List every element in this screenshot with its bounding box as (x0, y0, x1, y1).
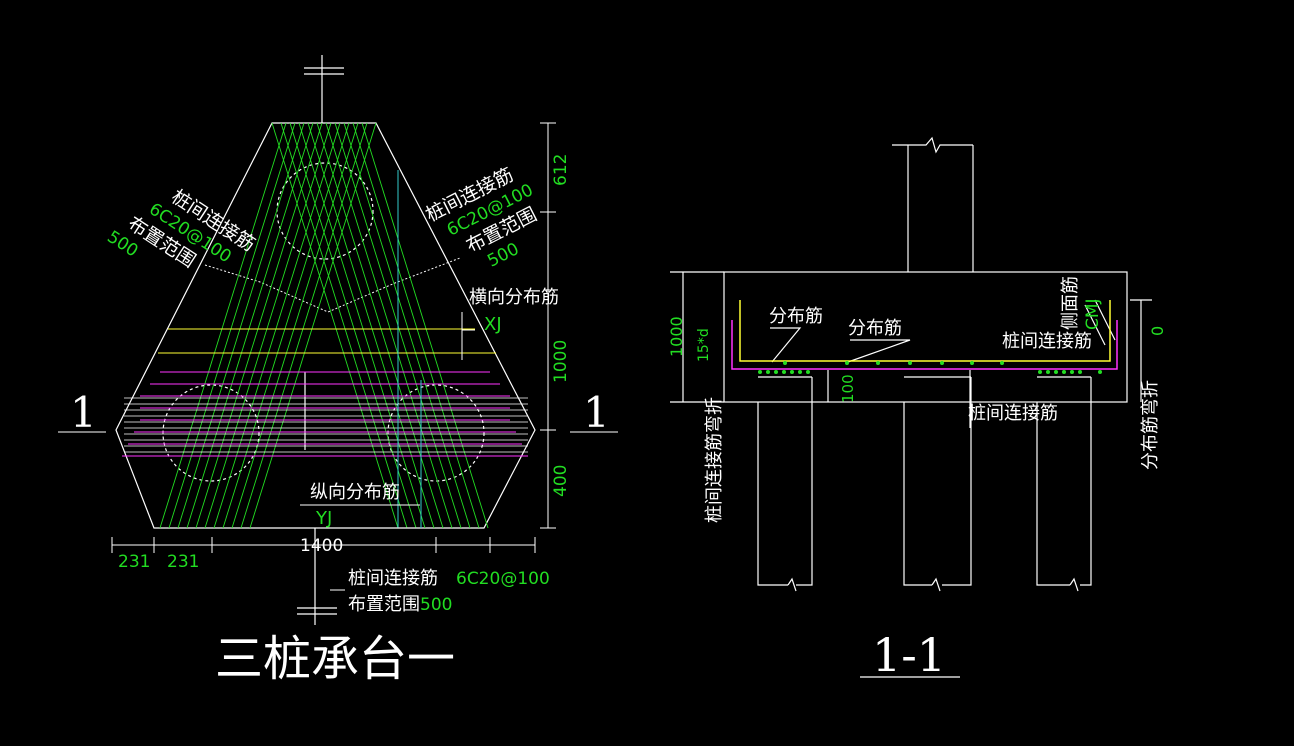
rebar-dot (1098, 370, 1102, 374)
rebar-dot (758, 370, 762, 374)
section-cap-outline (723, 271, 1128, 403)
section-dim-0: 0 (1148, 326, 1167, 336)
section-left-vertical-label: 桩间连接筋弯折 (704, 397, 725, 523)
green-band-line (168, 122, 296, 529)
section-side-code: CMJ (1083, 298, 1103, 330)
green-band-line (195, 122, 323, 529)
green-band-line (249, 122, 377, 529)
rebar-dot (783, 361, 787, 365)
green-band-line (298, 122, 426, 529)
green-band-line (159, 122, 287, 529)
section-title: 1-1 (872, 628, 946, 682)
longitudinal-distribution-rebar (122, 371, 528, 457)
green-band-line (325, 122, 453, 529)
section-conn-label-top: 桩间连接筋 (1002, 331, 1092, 352)
rebar-dot (845, 361, 849, 365)
rebar-dot (806, 370, 810, 374)
dim-612: 612 (551, 154, 571, 186)
section-dim-100: 100 (839, 374, 857, 403)
dim-1000: 1000 (551, 340, 571, 383)
plan-title: 三桩承台一 (215, 631, 455, 687)
rebar-dot (970, 361, 974, 365)
rebar-dot (1078, 370, 1082, 374)
section-side-label: 侧面筋 (1060, 276, 1081, 330)
green-band-line (352, 122, 480, 529)
section-dist-label-2: 分布筋 (848, 318, 902, 339)
rebar-dot (1062, 370, 1066, 374)
rebar-dot (790, 370, 794, 374)
longitudinal-rebar-label: 纵向分布筋 (310, 482, 400, 503)
dim-1400: 1400 (300, 536, 343, 556)
rebar-dot (940, 361, 944, 365)
cyan-guide-lines (397, 170, 422, 528)
section-view (670, 136, 1152, 678)
rebar-dot (1054, 370, 1058, 374)
green-band-line (343, 122, 471, 529)
pile-circle-right (387, 384, 485, 482)
pile-circle-left (162, 384, 260, 482)
rebar-dot (798, 370, 802, 374)
green-band-line (316, 122, 444, 529)
transverse-rebar-code: XJ (484, 314, 502, 335)
rebar-dot (1046, 370, 1050, 374)
section-mark-right: 1 (583, 388, 610, 437)
rebar-dot (1000, 361, 1004, 365)
bottom-rebar-name: 桩间连接筋 (348, 568, 438, 589)
green-band-line (361, 122, 489, 529)
bottom-rebar-spec: 6C20@100 (456, 569, 550, 589)
rebar-dot (782, 370, 786, 374)
section-distribution-rebar (739, 300, 1111, 362)
green-band-line (307, 122, 435, 529)
section-conn-label-bottom: 桩间连接筋 (968, 403, 1058, 424)
connection-rebar-bands (159, 122, 489, 529)
rebar-dot (774, 370, 778, 374)
section-connection-rebar (731, 320, 1118, 370)
bottom-range-label: 布置范围 (348, 594, 420, 615)
dim-400: 400 (551, 465, 571, 497)
section-dim-15d: 15*d (696, 328, 712, 362)
transverse-rebar-label: 横向分布筋 (469, 287, 559, 308)
green-band-line (204, 122, 332, 529)
dim-231-b: 231 (167, 552, 199, 572)
green-band-line (271, 122, 399, 529)
green-band-line (213, 122, 341, 529)
section-rebar-dots (758, 361, 1102, 374)
rebar-dot (908, 361, 912, 365)
rebar-dot (766, 370, 770, 374)
green-band-line (240, 122, 368, 529)
longitudinal-rebar-code: YJ (315, 508, 332, 529)
rebar-dot (1070, 370, 1074, 374)
section-right-vertical-label: 分布筋弯折 (1140, 380, 1161, 470)
green-band-line (186, 122, 314, 529)
section-dist-label-1: 分布筋 (769, 306, 823, 327)
rebar-dot (1038, 370, 1042, 374)
green-band-line (289, 122, 417, 529)
bottom-hatch-lines (124, 397, 528, 453)
green-band-line (222, 122, 350, 529)
rebar-dot (876, 361, 880, 365)
section-mark-left: 1 (70, 388, 97, 437)
green-band-line (177, 122, 305, 529)
plan-dimension-lines (58, 122, 618, 591)
transverse-distribution-rebar (158, 328, 496, 354)
section-dim-1000: 1000 (667, 316, 686, 357)
dim-231-a: 231 (118, 552, 150, 572)
bottom-range-value: 500 (420, 595, 452, 615)
green-band-line (231, 122, 359, 529)
green-band-line (280, 122, 408, 529)
